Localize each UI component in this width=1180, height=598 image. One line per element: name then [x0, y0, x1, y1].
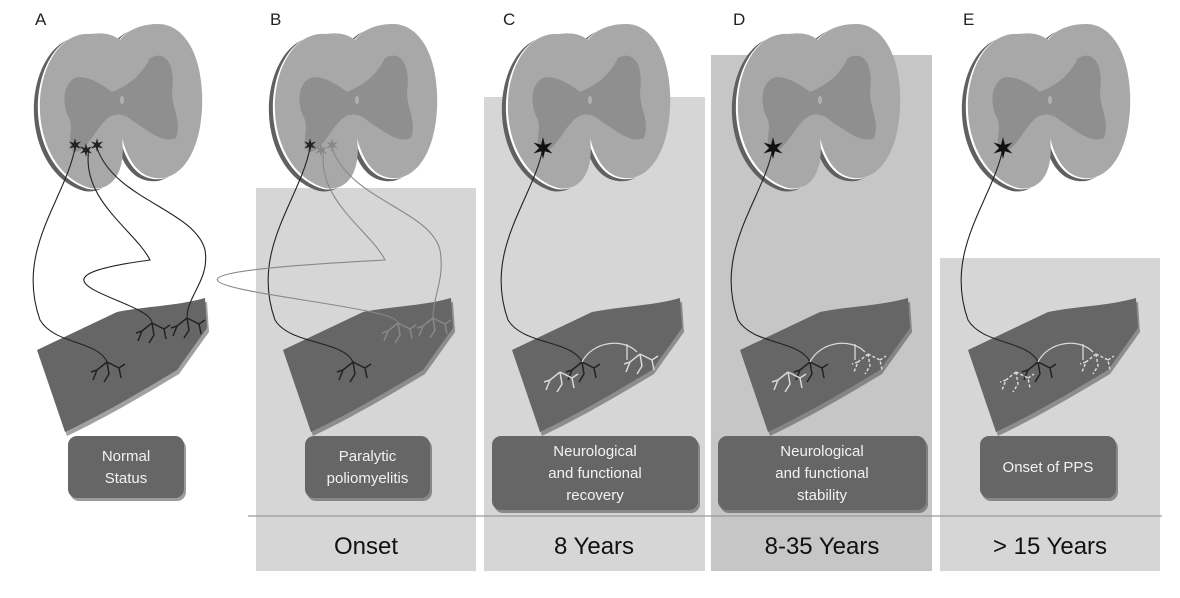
nerve-terminal [565, 361, 601, 383]
panel-letter: D [733, 10, 745, 29]
sprouting-branch [1037, 342, 1094, 363]
panel-letter: E [963, 10, 974, 29]
panel-letter: C [503, 10, 515, 29]
muscle-body [512, 298, 682, 432]
panel-letter: B [270, 10, 281, 29]
motor-neuron-body-icon [90, 138, 104, 152]
motor-neuron-axon [267, 147, 354, 363]
muscle [512, 298, 684, 436]
central-canal [120, 96, 124, 104]
motor-neuron-axon [730, 147, 811, 363]
cord-gray-matter [64, 55, 178, 152]
motor-neuron-axon [500, 147, 583, 363]
stage-label-line: recovery [566, 487, 624, 504]
reinnervated-terminal [1079, 353, 1115, 375]
stage-label-line: and functional [775, 465, 868, 482]
reinnervated-terminal [851, 353, 887, 375]
motor-neuron-body-icon [314, 143, 328, 157]
motor-neuron-body-icon [325, 138, 339, 152]
reinnervated-terminal [771, 371, 807, 393]
spinal-cord [961, 24, 1131, 192]
motor-neuron-axon [960, 147, 1039, 363]
nerve-terminal [381, 322, 417, 344]
reinnervated-terminal [999, 371, 1035, 393]
motor-neuron-axon [32, 147, 108, 363]
central-canal [1048, 96, 1052, 104]
spinal-cord [731, 24, 901, 192]
stage-label-line: Neurological [553, 443, 636, 460]
muscle [37, 298, 209, 436]
stage-label-box [718, 436, 926, 510]
motor-neuron-body-icon [79, 143, 93, 157]
spinal-cord [501, 24, 671, 192]
stage-label-line: Neurological [780, 443, 863, 460]
stage-label-line: Normal [102, 448, 150, 465]
stage-label-line: stability [797, 487, 848, 504]
stage-label-box [492, 436, 698, 510]
nerve-terminal [416, 317, 452, 339]
muscle-body [740, 298, 910, 432]
time-label: Onset [334, 533, 398, 560]
spinal-cord [33, 24, 203, 192]
spinal-cord [268, 24, 438, 192]
sprouting-branch [581, 342, 638, 363]
motor-neuron-axon [331, 147, 442, 319]
stage-label-line: and functional [548, 465, 641, 482]
stage-label-box [980, 436, 1116, 498]
enlarged-motor-neuron-icon [993, 137, 1013, 159]
nerve-terminal [170, 317, 206, 339]
stage-label-line: Status [105, 470, 148, 487]
stage-label-box [68, 436, 184, 498]
time-label: > 15 Years [993, 533, 1107, 560]
nerve-terminal [793, 361, 829, 383]
cord-gray-matter [299, 55, 413, 152]
motor-neuron-body-icon [68, 138, 82, 152]
panels: ANormalStatusBParalyticpoliomyelitisOnse… [32, 10, 1140, 560]
nerve-terminal [1021, 361, 1057, 383]
panel-letter: A [35, 10, 47, 29]
muscle [968, 298, 1140, 436]
central-canal [588, 96, 592, 104]
motor-neuron-body-icon [303, 138, 317, 152]
central-canal [818, 96, 822, 104]
panel-c: C Neurological and functional recovery 8 Yea… [492, 10, 700, 560]
enlarged-motor-neuron-icon [763, 137, 783, 159]
stage-label-line: Onset of PPS [1003, 459, 1094, 476]
motor-neuron-axon [216, 147, 399, 324]
stage-label-line: poliomyelitis [327, 470, 409, 487]
nerve-terminal [336, 361, 372, 383]
cord-gray-matter [762, 55, 876, 152]
motor-neuron-axon [83, 147, 153, 324]
cord-gray-matter [532, 55, 646, 152]
enlarged-motor-neuron-icon [533, 137, 553, 159]
stage-label-line: Paralytic [339, 448, 397, 465]
time-label: 8 Years [554, 533, 634, 560]
central-canal [355, 96, 359, 104]
muscle-body [968, 298, 1138, 432]
panel-d: D Neurological and functional stability 8-35… [718, 10, 928, 560]
motor-neuron-axon [96, 147, 207, 319]
nerve-terminal [90, 361, 126, 383]
time-label: 8-35 Years [765, 533, 880, 560]
reinnervated-terminal [543, 371, 579, 393]
sprouting-branch [809, 342, 866, 363]
nerve-terminal [135, 322, 171, 344]
panel-e: E Onset of PPS > 15 Years [960, 10, 1140, 560]
cord-gray-matter [992, 55, 1106, 152]
stage-label-box [305, 436, 430, 498]
muscle [740, 298, 912, 436]
reinnervated-terminal [623, 353, 659, 375]
